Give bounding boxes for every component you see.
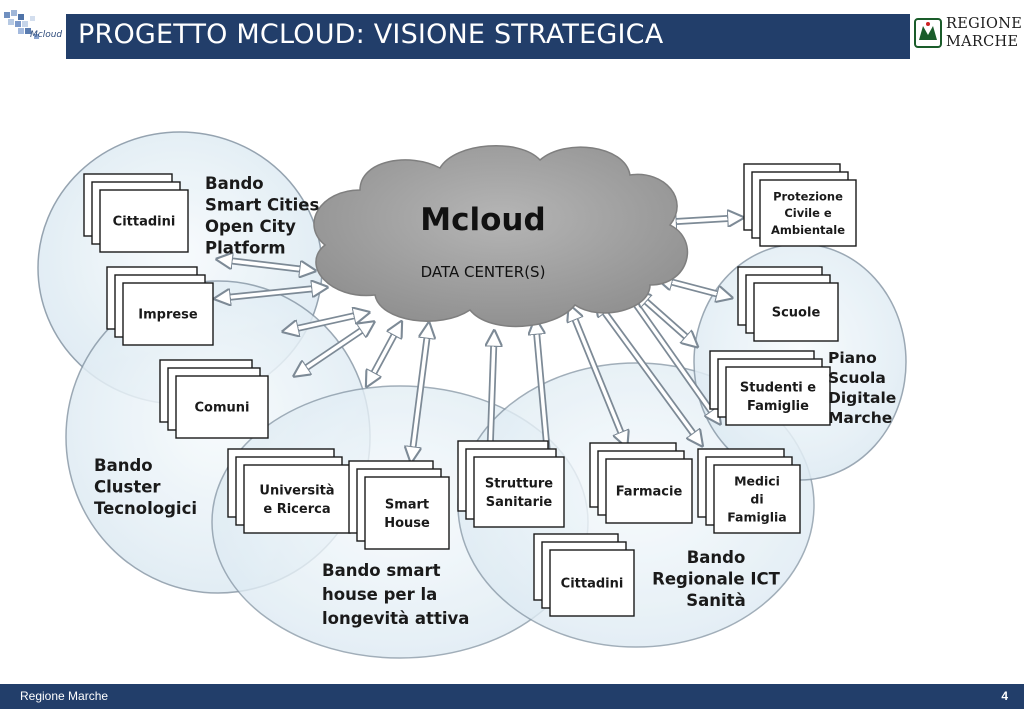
arrow [300, 326, 368, 372]
regione-marche-logo: REGIONE MARCHE [912, 14, 1024, 54]
arrow [490, 338, 494, 452]
regione-logo-line-1: REGIONE [946, 16, 1023, 32]
stakeholder-box-cittadini-top: Cittadini [83, 173, 189, 253]
cloud-subtitle: DATA CENTER(S) [421, 263, 546, 281]
stakeholder-box-farmacie: Farmacie [589, 442, 693, 524]
mcloud-logo: Mcloud [0, 4, 64, 56]
mcloud-cloud: Mcloud DATA CENTER(S) [313, 145, 689, 328]
box-label: Civile e [784, 206, 832, 220]
arrow [412, 330, 428, 455]
arrow [370, 328, 398, 380]
arrow [536, 326, 548, 460]
strategic-diagram: Mcloud DATA CENTER(S) CittadiniImpreseCo… [37, 131, 907, 659]
arrows [222, 218, 736, 460]
region-label-ict-sanita: Sanità [686, 591, 745, 610]
stakeholder-box-studenti: Studenti e Famiglie [709, 350, 831, 426]
cloud-title: Mcloud [420, 202, 545, 238]
stakeholder-box-cittadini-bottom: Cittadini [533, 533, 635, 617]
box-label: Sanitarie [486, 495, 553, 510]
stakeholder-box-scuole: Scuole [737, 266, 839, 342]
region-label-cluster: Bando [94, 456, 153, 475]
arrow [222, 288, 320, 298]
region-label-smart-house: longevità attiva [322, 609, 469, 628]
box-label: House [384, 516, 430, 531]
footer-bar: Regione Marche 4 [0, 684, 1024, 709]
region-label-scuola-digitale: Scuola [828, 369, 886, 387]
region-label-cluster: Tecnologici [94, 499, 197, 518]
box-label: Scuole [772, 306, 821, 321]
region-label-smart-house: Bando smart [322, 561, 441, 580]
box-label: Strutture [485, 476, 553, 491]
box-label: Ambientale [771, 223, 845, 237]
arrow [640, 296, 692, 342]
box-label: Farmacie [616, 485, 683, 500]
region-label-smart-house: house per la [322, 585, 437, 604]
region-label-scuola-digitale: Marche [828, 409, 892, 427]
region-label-ict-sanita: Bando [687, 548, 746, 567]
page-number: 4 [1001, 689, 1008, 703]
page-title: PROGETTO MCLOUD: VISIONE STRATEGICA [78, 19, 664, 50]
arrow [224, 260, 308, 270]
box-label: Comuni [195, 401, 250, 416]
mcloud-logo-icon [4, 10, 39, 39]
region-label-ict-sanita: Regionale ICT [652, 570, 780, 589]
regione-logo-line-2: MARCHE [946, 34, 1019, 50]
box-label: di [750, 492, 763, 507]
box-label: e Ricerca [263, 502, 330, 517]
stakeholder-box-imprese: Imprese [106, 266, 214, 346]
box-label: Imprese [138, 308, 198, 323]
arrow [668, 218, 736, 222]
box-label: Protezione [773, 189, 843, 203]
region-label-smart-cities: Bando [205, 174, 264, 193]
region-label-scuola-digitale: Piano [828, 349, 877, 367]
box-label: Cittadini [561, 577, 624, 592]
box-label: Cittadini [113, 215, 176, 230]
region-label-scuola-digitale: Digitale [828, 389, 896, 407]
box-label: Smart [385, 497, 429, 512]
regione-emblem-icon [914, 18, 942, 48]
footer-org: Regione Marche [20, 689, 109, 703]
stakeholder-box-comuni: Comuni [159, 359, 269, 439]
stakeholder-box-universita: Università e Ricerca [227, 448, 351, 534]
region-label-smart-cities: Open City [205, 217, 296, 236]
box-label: Famiglie [747, 399, 809, 414]
region-label-cluster: Cluster [94, 478, 161, 497]
box-label: Medici [734, 473, 780, 488]
mcloud-logo-text: Mcloud [30, 30, 63, 40]
box-label: Studenti e [740, 380, 816, 395]
box-label: Università [259, 483, 334, 498]
region-label-smart-cities: Smart Cities [205, 196, 319, 215]
arrow [664, 280, 725, 296]
region-label-smart-cities: Platform [205, 239, 286, 258]
box-label: Famiglia [727, 510, 787, 525]
header-bar: PROGETTO MCLOUD: VISIONE STRATEGICA [66, 14, 910, 59]
arrow-list [222, 218, 736, 460]
